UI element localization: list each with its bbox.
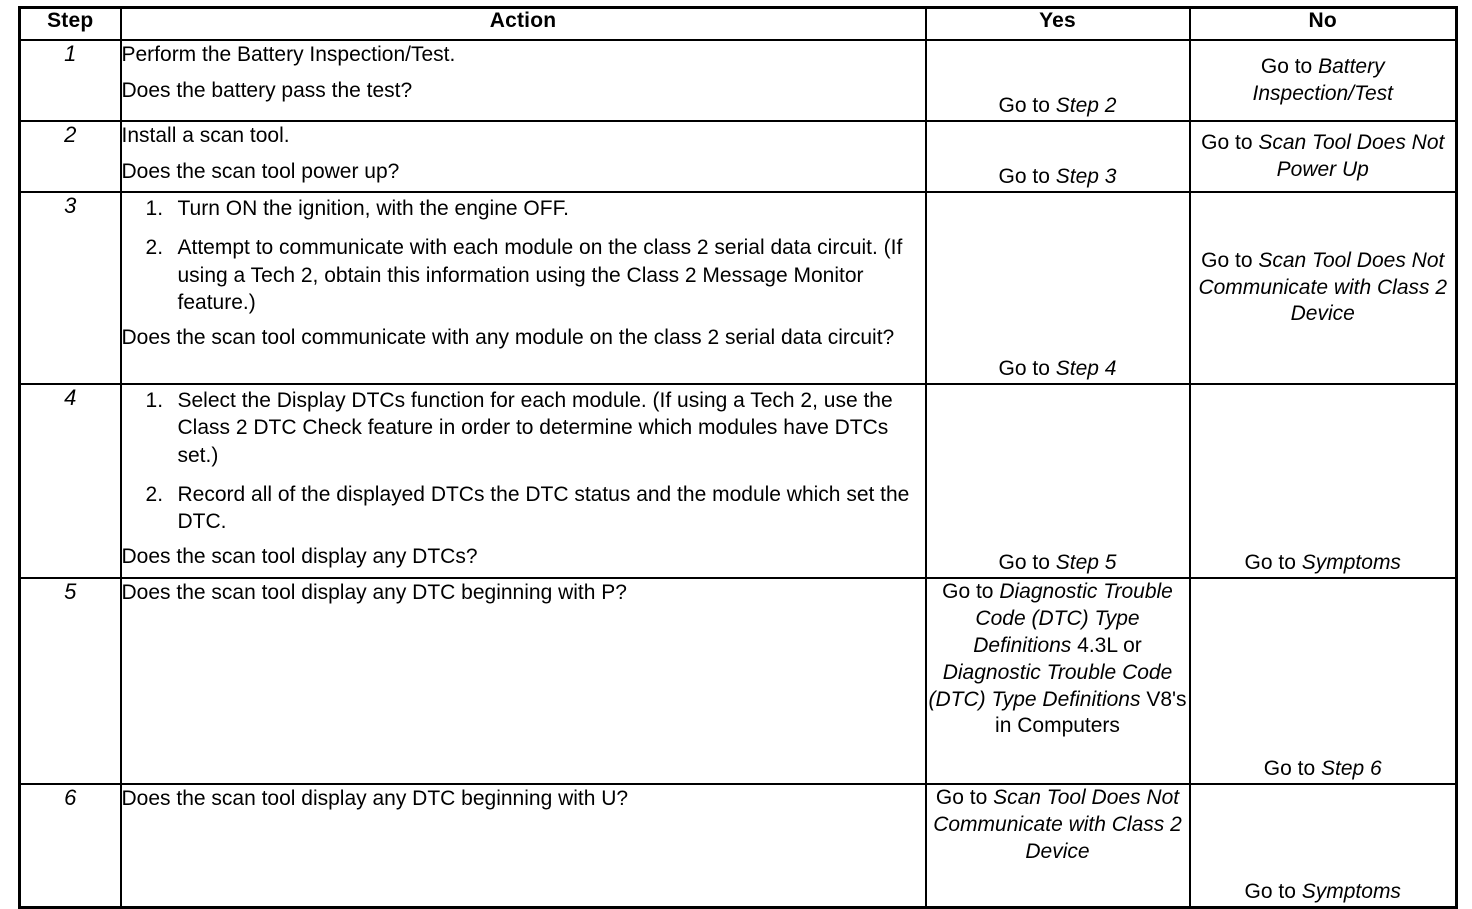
yes-answer-cell: Go to Scan Tool Does Not Communicate wit… [924,783,1191,909]
step-number: 2 [18,120,122,193]
table-body: 1 Perform the Battery Inspection/Test. D… [18,39,1458,909]
action-step-item: Select the Display DTCs function for eac… [146,387,893,467]
action-question: Does the scan tool communicate with any … [121,326,895,350]
no-answer-text: Go to Scan Tool Does Not Communicate wit… [1198,248,1448,326]
action-question: Does the scan tool power up? [121,160,400,184]
no-answer-cell: Go to Step 6 [1188,577,1458,785]
action-step-item: Record all of the displayed DTCs the DTC… [146,481,910,534]
table-header: Step Action Yes No [18,6,1458,41]
yes-answer-text: Go to Diagnostic Trouble Code (DTC) Type… [928,580,1187,738]
yes-answer-cell: Go to Step 2 [924,39,1191,122]
action-cell: Turn ON the ignition, with the engine OF… [119,191,927,385]
no-answer-text: Go to Step 6 [1263,757,1382,781]
action-cell: Install a scan tool. Does the scan tool … [119,120,927,193]
action-cell: Does the scan tool display any DTC begin… [119,577,927,785]
step-number: 1 [18,39,122,122]
no-answer-text: Go to Scan Tool Does Not Power Up [1201,130,1445,181]
action-step-item: Turn ON the ignition, with the engine OF… [146,195,569,223]
yes-answer-text: Go to Step 5 [998,551,1117,575]
no-answer-cell: Go to Scan Tool Does Not Communicate wit… [1188,191,1458,385]
column-header-action: Action [119,6,927,41]
yes-answer-cell: Go to Diagnostic Trouble Code (DTC) Type… [924,577,1191,785]
yes-answer-text: Go to Step 3 [998,165,1117,189]
table-row: 3 Turn ON the ignition, with the engine … [18,191,1458,385]
table-row: 5 Does the scan tool display any DTC beg… [18,577,1458,785]
action-step-item: Attempt to communicate with each module … [146,234,903,314]
table-row: 2 Install a scan tool. Does the scan too… [18,120,1458,193]
action-cell: Does the scan tool display any DTC begin… [119,783,927,909]
yes-answer-cell: Go to Step 5 [924,383,1191,579]
table-row: 4 Select the Display DTCs function for e… [18,383,1458,579]
no-answer-cell: Go to Battery Inspection/Test [1188,39,1458,122]
action-question: Does the scan tool display any DTCs? [121,545,478,569]
yes-answer-text: Go to Step 2 [998,94,1117,118]
action-cell: Select the Display DTCs function for eac… [119,383,927,579]
action-question: Does the scan tool display any DTC begin… [121,581,627,604]
yes-answer-text: Go to Step 4 [998,357,1117,381]
action-cell: Perform the Battery Inspection/Test. Doe… [119,39,927,122]
diagnostic-system-check-table: Step Action Yes No 1 Perform the Battery… [18,6,1458,909]
no-answer-cell: Go to Symptoms [1188,783,1458,909]
yes-answer-cell: Go to Step 4 [924,191,1191,385]
column-header-step: Step [18,6,122,41]
step-number: 3 [18,191,122,385]
action-step-list: Select the Display DTCs function for eac… [122,387,925,535]
action-question: Does the scan tool display any DTC begin… [121,787,629,810]
no-answer-text: Go to Symptoms [1244,551,1401,575]
action-step-list: Turn ON the ignition, with the engine OF… [122,195,925,316]
step-number: 5 [18,577,122,785]
column-header-no: No [1188,6,1458,41]
step-number: 6 [18,783,122,909]
table-row: 6 Does the scan tool display any DTC beg… [18,783,1458,909]
step-number: 4 [18,383,122,579]
no-answer-cell: Go to Scan Tool Does Not Power Up [1188,120,1458,193]
yes-answer-text: Go to Scan Tool Does Not Communicate wit… [933,786,1182,863]
yes-answer-cell: Go to Step 3 [924,120,1191,193]
action-lead-text: Install a scan tool. [121,124,290,147]
no-answer-text: Go to Battery Inspection/Test [1252,54,1393,105]
no-answer-cell: Go to Symptoms [1188,383,1458,579]
action-question: Does the battery pass the test? [121,79,413,103]
table-header-row: Step Action Yes No [18,6,1458,41]
table-row: 1 Perform the Battery Inspection/Test. D… [18,39,1458,122]
action-lead-text: Perform the Battery Inspection/Test. [121,43,456,66]
no-answer-text: Go to Symptoms [1244,880,1401,904]
column-header-yes: Yes [924,6,1191,41]
